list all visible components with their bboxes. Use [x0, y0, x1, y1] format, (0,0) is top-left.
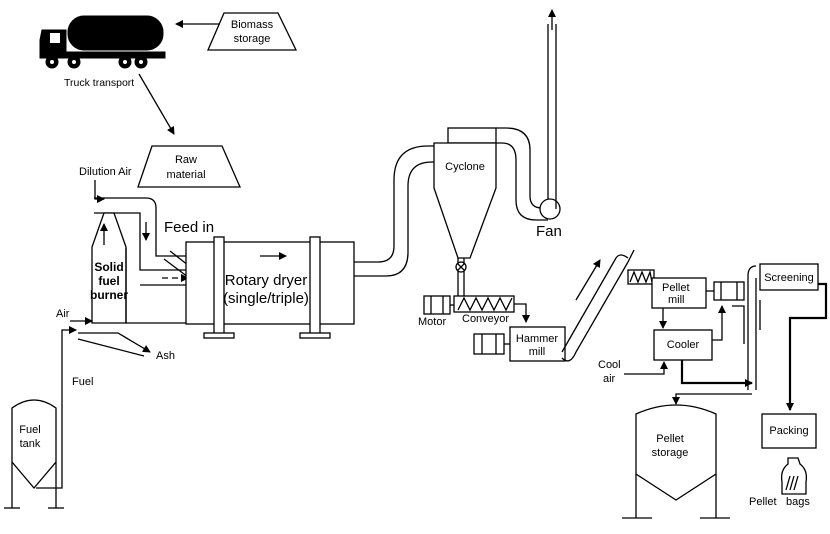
conveyor-screw-icon	[457, 296, 513, 312]
cooler-exhaust	[712, 305, 726, 341]
bucket-elevator	[561, 254, 629, 362]
cyclone-label: Cyclone	[445, 161, 485, 173]
conveyor-label: Conveyor	[462, 313, 509, 325]
hot-gas-duct	[125, 244, 186, 324]
ash-line-2	[77, 338, 145, 357]
dryer-foot-right	[299, 332, 331, 339]
burner-label-2: fuel	[98, 274, 119, 288]
packing-label: Packing	[769, 425, 808, 437]
feed-in-label: Feed in	[164, 219, 214, 236]
dilution-air-line	[94, 180, 105, 203]
fuel-tank-label-1: Fuel	[19, 424, 40, 436]
burner-label-1: Solid	[94, 260, 123, 274]
conveyor-to-hammer	[514, 303, 530, 323]
rotary-dryer-label-2: (single/triple)	[223, 290, 309, 307]
burner-label-3: burner	[90, 288, 128, 302]
to-pellet-storage	[672, 393, 752, 405]
cyclone-outlet	[447, 127, 497, 144]
raw-material-label-1: Raw	[175, 154, 197, 166]
fan-icon	[539, 198, 561, 220]
raw-material-label-2: material	[166, 169, 205, 181]
truck-transport-label: Truck transport	[64, 77, 134, 89]
dilution-air-label: Dilution Air	[79, 166, 132, 178]
air-label: Air	[56, 308, 70, 320]
hammer-mill-motor	[473, 333, 505, 355]
cooler-label: Cooler	[667, 339, 700, 351]
elevator-arrow	[575, 259, 601, 301]
pellet-bags-label-2: bags	[786, 496, 810, 508]
elevator-2	[747, 265, 757, 390]
fuel-label: Fuel	[72, 376, 93, 388]
dryer-to-cyclone-duct	[354, 145, 442, 277]
ash-line	[78, 332, 151, 353]
pellet-storage-label-2: storage	[652, 447, 689, 459]
raw-material-shape	[137, 145, 241, 188]
biomass-storage-label-1: Biomass	[231, 19, 274, 31]
hammer-mill-label-1: Hammer	[516, 333, 559, 345]
pellet-storage-label-1: Pellet	[656, 433, 684, 445]
pellet-mill-label-1: Pellet	[662, 282, 690, 294]
cyclone-to-fan-duct	[496, 127, 548, 221]
hammer-mill-label-2: mill	[529, 346, 546, 358]
screening-to-packing	[786, 282, 828, 411]
dryer-support-right	[309, 236, 321, 338]
packing	[761, 413, 817, 449]
motor	[423, 295, 451, 315]
biomass-storage-shape	[207, 12, 298, 51]
pellet-mill	[651, 277, 707, 309]
cooler	[653, 329, 713, 361]
fuel-tank-label-2: tank	[20, 438, 41, 450]
pellet-storage-silo	[635, 404, 717, 501]
pellet-bags-label-1: Pellet	[749, 496, 777, 508]
conveyor	[453, 295, 515, 313]
rotary-valve-cross	[457, 263, 465, 271]
cool-air-line	[624, 361, 668, 375]
screening	[759, 263, 819, 291]
screening-label: Screening	[764, 272, 814, 284]
fan-label: Fan	[536, 223, 562, 240]
pellet-bag-icon	[780, 457, 808, 495]
rotary-dryer-label-1: Rotary dryer	[225, 272, 308, 289]
cooler-to-elevator	[680, 360, 753, 387]
motor-label: Motor	[418, 316, 446, 328]
arrow-truck-to-raw	[138, 73, 175, 135]
elevator-top	[627, 249, 635, 263]
screening-return	[732, 305, 745, 344]
fuel-tank	[11, 399, 57, 490]
fuel-line	[36, 326, 77, 489]
ash-label: Ash	[156, 350, 175, 362]
biomass-storage-label-2: storage	[234, 33, 271, 45]
pellet-feeder-screw	[629, 269, 653, 284]
pellet-mill-label-2: mill	[668, 294, 685, 306]
cool-air-label-2: air	[603, 373, 616, 385]
stack	[547, 24, 557, 209]
truck-icon	[39, 15, 166, 69]
cool-air-label-1: Cool	[598, 359, 621, 371]
dryer-foot-left	[203, 332, 235, 339]
dryer-support-left	[213, 236, 225, 338]
hammer-mill	[509, 326, 566, 362]
pellet-mill-motor	[713, 281, 745, 301]
